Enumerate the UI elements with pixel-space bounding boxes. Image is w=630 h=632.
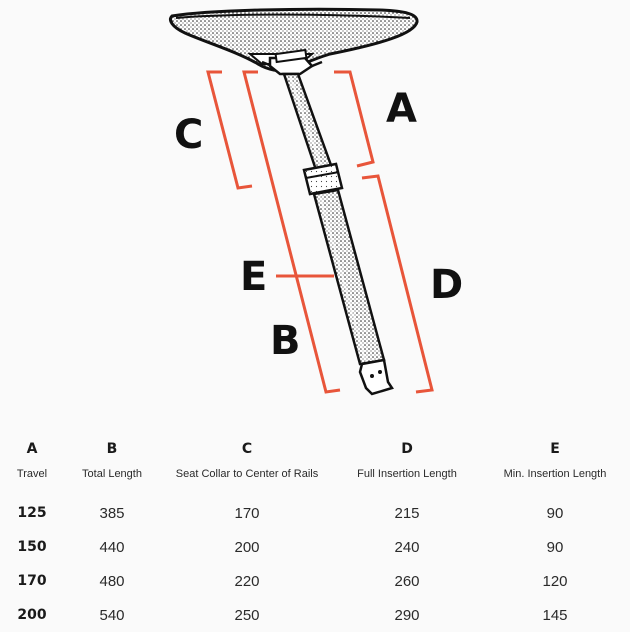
column-header: Seat Collar to Center of Rails [175,468,319,480]
column-header-row: Travel Total Length Seat Collar to Cente… [0,466,630,496]
label-d: D [430,262,463,308]
table-cell: 260 [394,572,420,590]
table-cell: 120 [542,572,568,590]
actuator-end [358,358,394,396]
table-cell: 240 [394,538,420,556]
table-cell: 290 [394,606,420,624]
column-header: Travel [16,468,48,480]
column-header: Min. Insertion Length [503,468,607,480]
column-letter: E [550,441,560,457]
table-cell: 215 [394,504,420,522]
bracket-d [361,174,434,394]
seatpost-illustration: A C E D B [169,7,463,396]
table-cell: 385 [99,504,125,522]
seatpost-diagram: A C E D B [169,7,463,396]
table-row: 125 385 170 215 90 [0,496,630,530]
bracket-b [242,70,341,394]
post-clamp [268,48,314,76]
table-cell: 540 [99,606,125,624]
column-header: Full Insertion Length [357,468,457,480]
table-cell: 90 [546,538,564,556]
table-cell: 125 [17,505,47,521]
table-cell: 90 [546,504,564,522]
table-cell: 220 [234,572,260,590]
label-e: E [240,254,267,300]
table-cell: 145 [542,606,568,624]
bracket-a [334,70,375,168]
column-letter: D [401,441,413,457]
table-cell: 150 [17,539,47,555]
table-row: 200 540 250 290 145 [0,598,630,632]
dimension-brackets [206,70,434,394]
table-cell: 440 [99,538,125,556]
seat-collar [302,162,344,196]
bracket-c [206,70,253,190]
label-a: A [386,86,417,132]
column-letter: A [26,441,38,457]
table-cell: 250 [234,606,260,624]
column-letter-row: A B C D E [0,432,630,466]
table-cell: 480 [99,572,125,590]
size-spec-table: A B C D E Travel Total Length Seat Colla… [0,432,630,632]
label-b: B [270,318,301,364]
table-cell: 200 [234,538,260,556]
column-letter: C [241,441,253,457]
table-cell: 200 [17,607,47,623]
table-row: 170 480 220 260 120 [0,564,630,598]
column-letter: B [106,441,118,457]
upper-tube [282,72,334,172]
label-c: C [174,112,203,158]
table-row: 150 440 200 240 90 [0,530,630,564]
column-header: Total Length [82,468,142,480]
table-cell: 170 [17,573,47,589]
table-cell: 170 [234,504,260,522]
